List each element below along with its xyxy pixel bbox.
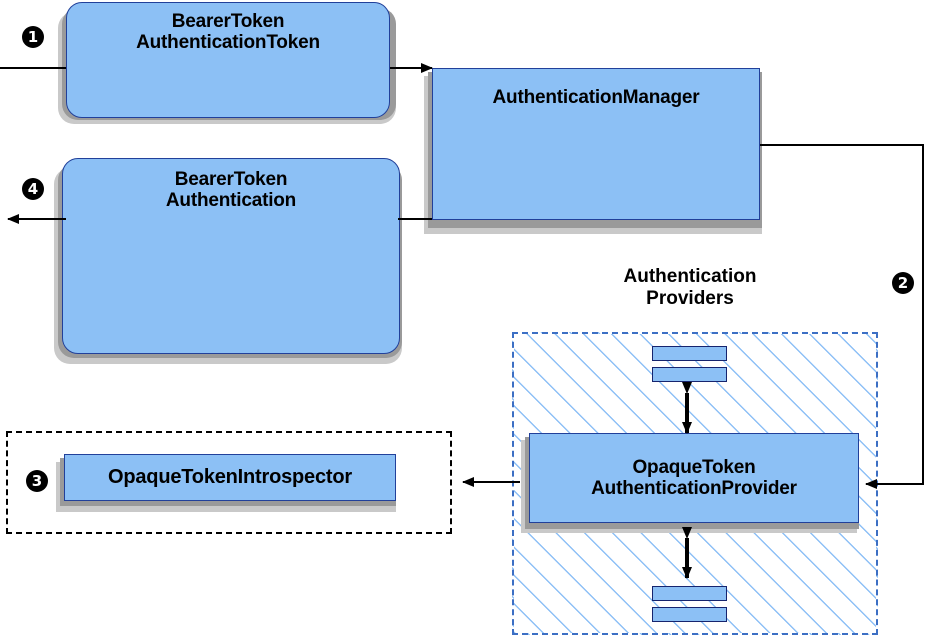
bearer-token-authentication-title: BearerToken Authentication xyxy=(165,169,297,212)
bearer-token-authentication-token-box[interactable]: BearerToken AuthenticationToken xyxy=(66,2,390,118)
opaque-token-introspector-title: OpaqueTokenIntrospector xyxy=(108,466,352,489)
authentication-manager-box[interactable]: AuthenticationManager xyxy=(432,68,760,220)
bearer-token-authentication-box[interactable]: BearerToken Authentication xyxy=(62,158,400,354)
opaque-token-authentication-provider-title: OpaqueToken AuthenticationProvider xyxy=(591,456,797,499)
opaque-token-introspector-container xyxy=(6,431,452,534)
step-marker-3: 3 xyxy=(26,470,48,492)
provider-stack-bar-top-1 xyxy=(652,346,727,361)
authentication-providers-label: Authentication Providers xyxy=(623,266,757,309)
step-marker-2: 2 xyxy=(892,272,914,294)
opaque-token-authentication-provider-box[interactable]: OpaqueToken AuthenticationProvider xyxy=(529,433,859,523)
step-marker-4: 4 xyxy=(22,178,44,200)
bearer-token-authentication-token-title: BearerToken AuthenticationToken xyxy=(136,11,320,54)
step-marker-1: 1 xyxy=(22,26,44,48)
provider-stack-bar-bottom-1 xyxy=(652,586,727,601)
authentication-manager-title: AuthenticationManager xyxy=(492,87,700,108)
opaque-token-introspector-box[interactable]: OpaqueTokenIntrospector xyxy=(64,454,396,501)
provider-stack-bar-top-2 xyxy=(652,367,727,382)
provider-stack-bar-bottom-2 xyxy=(652,607,727,622)
